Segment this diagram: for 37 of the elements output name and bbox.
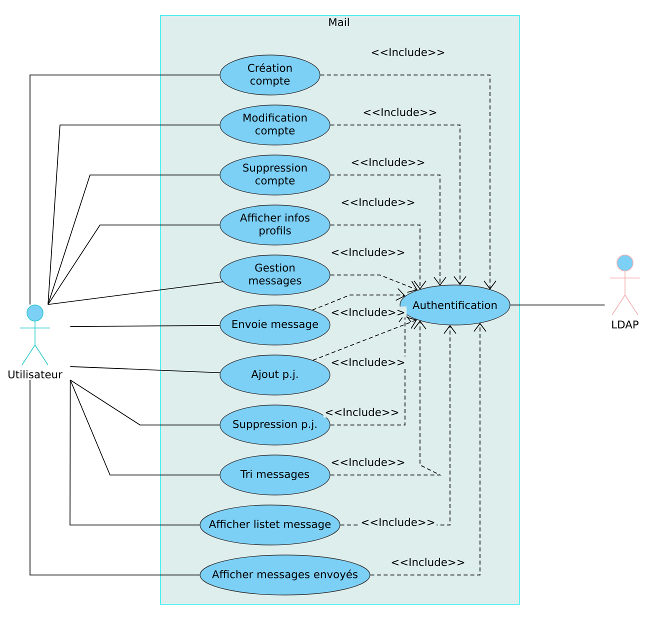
association-line bbox=[70, 325, 220, 327]
include-arrow bbox=[330, 313, 412, 426]
include-arrow bbox=[330, 274, 418, 293]
association-line bbox=[48, 174, 220, 305]
actor-figure: LDAP bbox=[610, 254, 640, 328]
actor-figure: Utilisateur bbox=[8, 304, 62, 378]
association-line bbox=[30, 380, 200, 576]
edge-label: <<Include>> bbox=[389, 556, 467, 568]
include-arrow bbox=[330, 224, 426, 290]
association-line bbox=[48, 224, 220, 305]
edge-label: <<Include>> bbox=[329, 456, 407, 468]
association-line bbox=[30, 74, 220, 305]
edge-label: <<Include>> bbox=[329, 246, 407, 258]
edge-label: <<Include>> bbox=[369, 46, 447, 58]
include-arrow bbox=[330, 124, 466, 286]
include-arrow bbox=[312, 316, 417, 361]
include-arrow bbox=[330, 320, 442, 476]
association-line bbox=[70, 380, 220, 476]
edge-label: <<Include>> bbox=[323, 406, 401, 418]
include-arrow bbox=[320, 74, 496, 290]
edge-label: <<Include>> bbox=[329, 356, 407, 368]
association-line bbox=[70, 380, 200, 526]
edge-label: <<Include>> bbox=[349, 156, 427, 168]
include-arrow bbox=[312, 288, 406, 310]
association-line bbox=[48, 281, 224, 305]
edge-label: <<Include>> bbox=[361, 106, 439, 118]
association-line bbox=[70, 380, 220, 426]
association-line bbox=[70, 366, 220, 374]
edge-label: <<Include>> bbox=[359, 516, 437, 528]
node-label: Utilisateur bbox=[8, 370, 62, 378]
association-line bbox=[510, 304, 606, 306]
include-arrow bbox=[330, 174, 446, 286]
include-arrow bbox=[370, 322, 486, 576]
edge-label: <<Include>> bbox=[329, 306, 407, 318]
edge-label: <<Include>> bbox=[339, 196, 417, 208]
association-line bbox=[48, 124, 220, 305]
node-label: LDAP bbox=[612, 320, 638, 328]
